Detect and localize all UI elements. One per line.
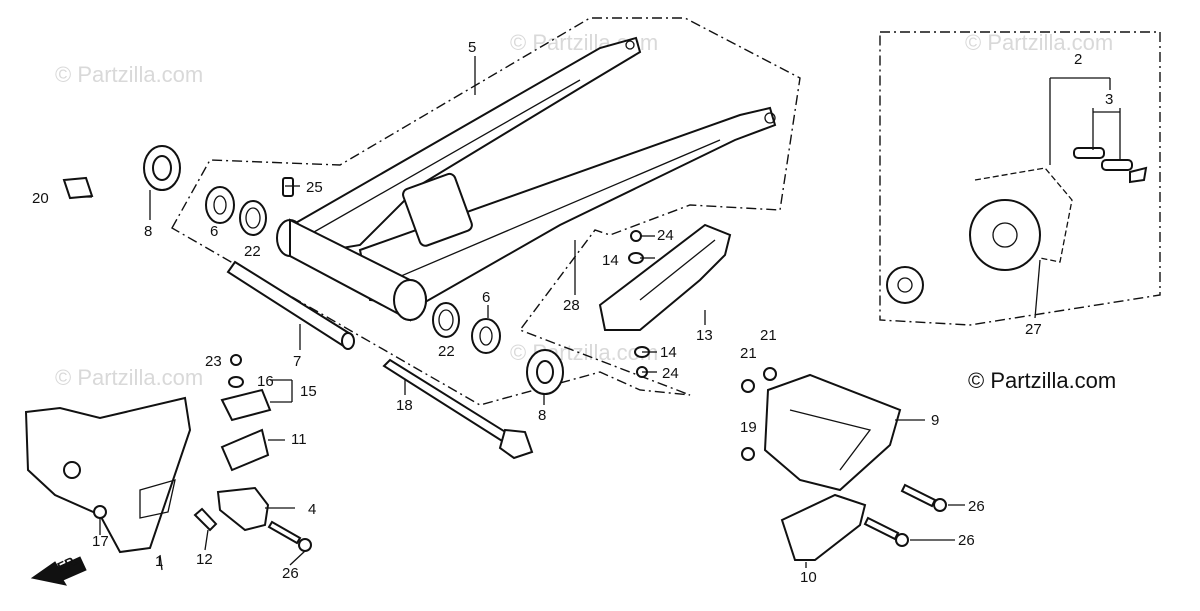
callout-6b[interactable]: 6 xyxy=(482,289,490,306)
callout-1[interactable]: 1 xyxy=(155,553,163,570)
master-link[interactable] xyxy=(1073,147,1148,184)
cover-screw[interactable] xyxy=(93,505,107,519)
guide-bolt-lower[interactable] xyxy=(863,516,909,547)
needle-bearing-left[interactable] xyxy=(239,200,267,236)
guide-nut-left[interactable] xyxy=(741,447,755,461)
callout-22b[interactable]: 22 xyxy=(438,343,455,360)
callout-28[interactable]: 28 xyxy=(563,297,580,314)
guide-nut-top-a[interactable] xyxy=(741,379,755,393)
callout-15[interactable]: 15 xyxy=(300,383,317,400)
callout-26b[interactable]: 26 xyxy=(968,498,985,515)
watermark: © Partzilla.com xyxy=(55,365,203,390)
callout-9[interactable]: 9 xyxy=(931,412,939,429)
pivot-bolt[interactable] xyxy=(382,358,534,460)
guide-bolt-upper[interactable] xyxy=(900,483,947,512)
cushion-rubber[interactable] xyxy=(220,428,270,472)
brand-text: © Partzilla.com xyxy=(968,368,1116,393)
bracket-bolt[interactable] xyxy=(267,520,312,552)
bracket-screw[interactable] xyxy=(230,354,242,366)
callout-24b[interactable]: 24 xyxy=(662,365,679,382)
callout-21b[interactable]: 21 xyxy=(760,327,777,344)
callout-25[interactable]: 25 xyxy=(306,179,323,196)
callout-13[interactable]: 13 xyxy=(696,327,713,344)
callout-12[interactable]: 12 xyxy=(196,551,213,568)
bracket-clip[interactable] xyxy=(220,388,272,422)
callout-19[interactable]: 19 xyxy=(740,419,757,436)
grease-nipple-cap[interactable] xyxy=(62,176,94,200)
callout-11[interactable]: 11 xyxy=(291,431,307,448)
frame-cover[interactable] xyxy=(24,396,192,554)
needle-bearing-right[interactable] xyxy=(432,302,460,338)
callout-14b[interactable]: 14 xyxy=(660,344,677,361)
driven-sprocket[interactable] xyxy=(969,199,1041,271)
callout-4[interactable]: 4 xyxy=(308,501,316,518)
drive-chain[interactable] xyxy=(974,167,1073,263)
callout-21[interactable]: 21 xyxy=(740,345,757,362)
guide-slider[interactable] xyxy=(780,493,867,561)
oil-seal-right[interactable] xyxy=(526,349,564,395)
oil-seal-left[interactable] xyxy=(143,145,181,191)
callout-20[interactable]: 20 xyxy=(32,190,49,207)
callout-8[interactable]: 8 xyxy=(144,223,152,240)
swingarm-assembly-boundary xyxy=(171,17,801,406)
callout-3[interactable]: 3 xyxy=(1105,91,1113,108)
collar-left[interactable] xyxy=(205,186,235,224)
drive-sprocket[interactable] xyxy=(886,266,924,304)
callout-23[interactable]: 23 xyxy=(205,353,222,370)
mounting-bracket[interactable] xyxy=(216,486,270,532)
callout-26c[interactable]: 26 xyxy=(958,532,975,549)
chain-slider[interactable] xyxy=(598,223,732,331)
swingarm[interactable] xyxy=(276,36,777,322)
leader-lines xyxy=(80,56,1121,571)
callout-16[interactable]: 16 xyxy=(257,373,274,390)
callout-5[interactable]: 5 xyxy=(468,39,476,56)
callout-2[interactable]: 2 xyxy=(1074,51,1082,68)
callout-10[interactable]: 10 xyxy=(800,569,817,586)
callout-22[interactable]: 22 xyxy=(244,243,261,260)
collar-right[interactable] xyxy=(471,318,501,354)
chain-guide[interactable] xyxy=(763,373,902,492)
front-direction-arrow xyxy=(30,556,87,586)
callout-17[interactable]: 17 xyxy=(92,533,109,550)
callout-6[interactable]: 6 xyxy=(210,223,218,240)
spacer-pin[interactable] xyxy=(193,507,218,532)
callout-18[interactable]: 18 xyxy=(396,397,413,414)
watermark: © Partzilla.com xyxy=(55,62,203,87)
bracket-washer[interactable] xyxy=(228,376,244,388)
pivot-collar[interactable] xyxy=(226,260,355,350)
callout-24[interactable]: 24 xyxy=(657,227,674,244)
callout-8b[interactable]: 8 xyxy=(538,407,546,424)
grease-fitting[interactable] xyxy=(282,177,294,197)
watermark: © Partzilla.com xyxy=(965,30,1113,55)
callout-7[interactable]: 7 xyxy=(293,353,301,370)
guide-nut-top-b[interactable] xyxy=(763,367,777,381)
callout-27[interactable]: 27 xyxy=(1025,321,1042,338)
slider-screw-top[interactable] xyxy=(630,230,642,242)
callout-14[interactable]: 14 xyxy=(602,252,619,269)
callouts: 1 2 3 4 5 6 6 7 8 8 9 10 11 12 13 14 14 … xyxy=(32,39,1113,586)
callout-26[interactable]: 26 xyxy=(282,565,299,582)
